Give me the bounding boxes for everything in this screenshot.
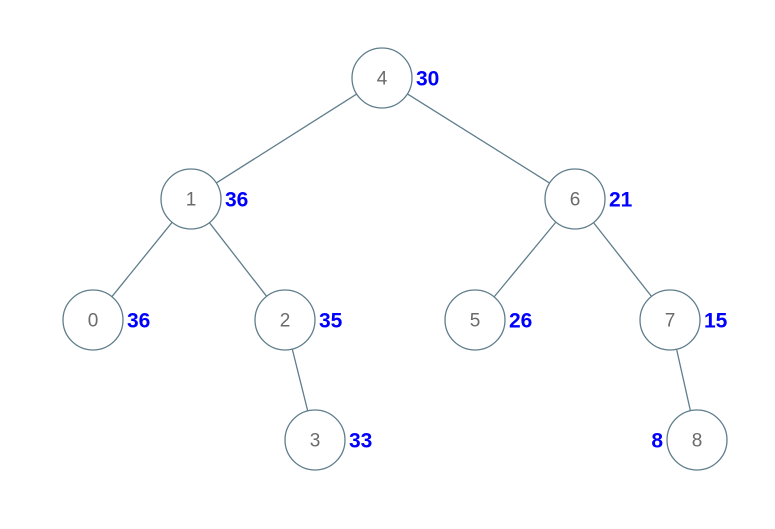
node-id-2: 2: [280, 311, 291, 332]
tree-edge-2-3: [291, 348, 309, 412]
tree-node-5[interactable]: 5 26: [444, 289, 532, 351]
node-circle-2[interactable]: [254, 289, 316, 351]
node-label-6: 21: [609, 189, 633, 212]
tree-node-6[interactable]: 6 21: [544, 168, 633, 230]
node-circle-0[interactable]: [62, 289, 124, 351]
node-label-4: 30: [416, 68, 439, 91]
tree-edge-1-0: [111, 221, 173, 298]
node-id-1: 1: [186, 190, 197, 211]
tree-node-0[interactable]: 0 36: [62, 289, 150, 351]
node-label-2: 35: [319, 310, 343, 333]
node-label-1: 36: [225, 189, 248, 212]
tree-node-1[interactable]: 1 36: [160, 168, 248, 230]
node-circle-8[interactable]: [666, 409, 728, 471]
node-circle-7[interactable]: [639, 289, 701, 351]
node-label-3: 33: [349, 430, 372, 453]
edges-layer: [111, 93, 692, 412]
node-circle-4[interactable]: [351, 47, 413, 109]
node-label-5: 26: [509, 310, 532, 333]
node-circle-5[interactable]: [444, 289, 506, 351]
node-id-4: 4: [377, 69, 388, 90]
tree-edge-4-6: [406, 93, 551, 184]
node-id-8: 8: [692, 431, 703, 452]
node-circle-3[interactable]: [284, 409, 346, 471]
node-id-0: 0: [88, 311, 99, 332]
tree-edge-4-1: [215, 93, 358, 184]
tree-node-7[interactable]: 7 15: [639, 289, 728, 351]
node-label-7: 15: [704, 310, 728, 333]
tree-edge-6-7: [592, 221, 653, 298]
tree-node-8[interactable]: 88: [651, 409, 728, 471]
node-id-3: 3: [310, 431, 321, 452]
node-id-7: 7: [665, 311, 676, 332]
node-label-8: 8: [651, 430, 663, 453]
node-circle-1[interactable]: [160, 168, 222, 230]
node-label-0: 36: [127, 310, 150, 333]
tree-edge-7-8: [675, 348, 692, 412]
tree-edge-1-2: [208, 222, 268, 297]
tree-node-2[interactable]: 2 35: [254, 289, 343, 351]
tree-node-4[interactable]: 4 30: [351, 47, 439, 109]
node-circle-6[interactable]: [544, 168, 606, 230]
node-id-5: 5: [470, 311, 481, 332]
tree-edge-6-5: [493, 221, 557, 298]
node-id-6: 6: [570, 190, 581, 211]
